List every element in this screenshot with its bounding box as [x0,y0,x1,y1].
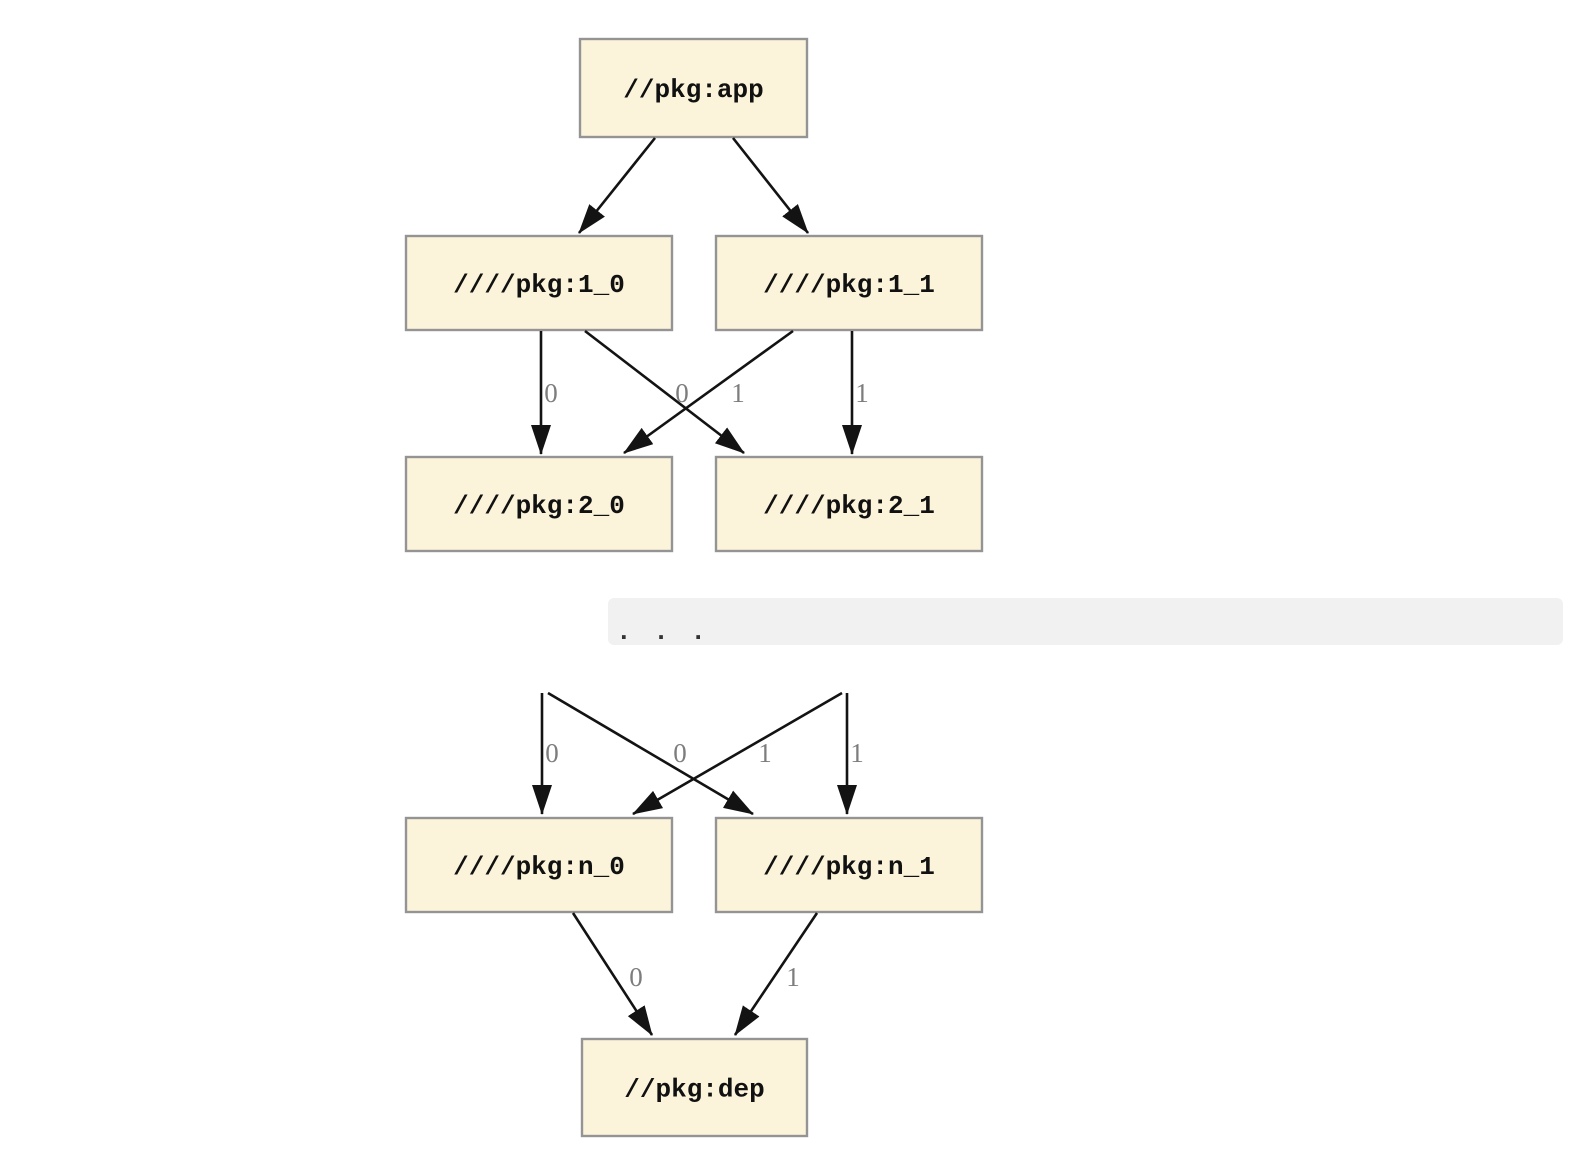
node-box-1_0 [404,234,674,332]
edge-line-n_1-to-dep [733,912,819,1036]
node-label-app: //pkg:app [623,75,763,105]
node-label-1_0: ////pkg:1_0 [453,270,625,300]
graph-edge-...-to-n_1: 1 [837,693,864,815]
graph-node-2_0: ////pkg:2_0 [404,455,674,553]
node-box-2_0 [404,455,674,553]
collapsed-layers-ellipsis: . . . [616,617,709,647]
graph-edge-app-to-1_0 [577,137,657,234]
graph-node-2_1: ////pkg:2_1 [714,455,984,553]
node-box-app [578,37,809,139]
edge-label-n_0-to-dep: 0 [629,962,643,992]
edge-label-...-to-n_0: 0 [545,738,559,768]
node-box-n_0 [404,816,674,914]
edge-line-app-to-1_0 [577,137,657,234]
graph-node-dep: //pkg:dep [580,1037,809,1138]
graph-edge-app-to-1_1 [731,137,810,234]
graph-node-n_1: ////pkg:n_1 [714,816,984,914]
graph-node-1_0: ////pkg:1_0 [404,234,674,332]
node-box-n_1 [714,816,984,914]
edge-label-1_1-to-2_1: 1 [855,378,869,408]
collapsed-layers-band: . . . [608,598,1563,647]
edge-line-n_0-to-dep [571,912,654,1036]
graph-edge-...-to-n_0: 0 [632,691,843,816]
node-label-n_1: ////pkg:n_1 [763,852,935,882]
node-box-2_1 [714,455,984,553]
edge-line-...-to-n_1 [547,691,754,816]
edge-line-1_1-to-2_0 [623,329,794,455]
edge-line-...-to-n_0 [632,691,843,816]
graph-edge-1_0-to-2_1: 1 [584,329,745,455]
node-box-1_1 [714,234,984,332]
node-box-dep [580,1037,809,1138]
graph-edge-1_0-to-2_0: 0 [531,331,558,455]
graph-edge-...-to-n_1: 1 [547,691,772,816]
node-label-dep: //pkg:dep [624,1075,764,1105]
graph-node-1_1: ////pkg:1_1 [714,234,984,332]
node-label-n_0: ////pkg:n_0 [453,852,625,882]
edge-label-...-to-n_1: 1 [758,738,772,768]
edge-label-1_1-to-2_0: 0 [675,378,689,408]
edge-label-...-to-n_1: 1 [850,738,864,768]
graph-edge-1_1-to-2_1: 1 [842,331,869,455]
node-label-2_0: ////pkg:2_0 [453,491,625,521]
edge-line-1_0-to-2_1 [584,329,745,455]
edge-label-n_1-to-dep: 1 [786,962,800,992]
node-label-2_1: ////pkg:2_1 [763,491,935,521]
node-label-1_1: ////pkg:1_1 [763,270,935,300]
graph-node-app: //pkg:app [578,37,809,139]
graph-edge-n_1-to-dep: 1 [733,912,819,1036]
edge-label-1_0-to-2_0: 0 [544,378,558,408]
edge-line-app-to-1_1 [731,137,810,234]
graph-node-n_0: ////pkg:n_0 [404,816,674,914]
edge-label-...-to-n_0: 0 [673,738,687,768]
collapsed-layers-band-bg [608,598,1563,645]
graph-edge-...-to-n_0: 0 [532,693,559,815]
graph-edge-1_1-to-2_0: 0 [623,329,794,455]
graph-edge-n_0-to-dep: 0 [571,912,654,1036]
edge-label-1_0-to-2_1: 1 [731,378,745,408]
